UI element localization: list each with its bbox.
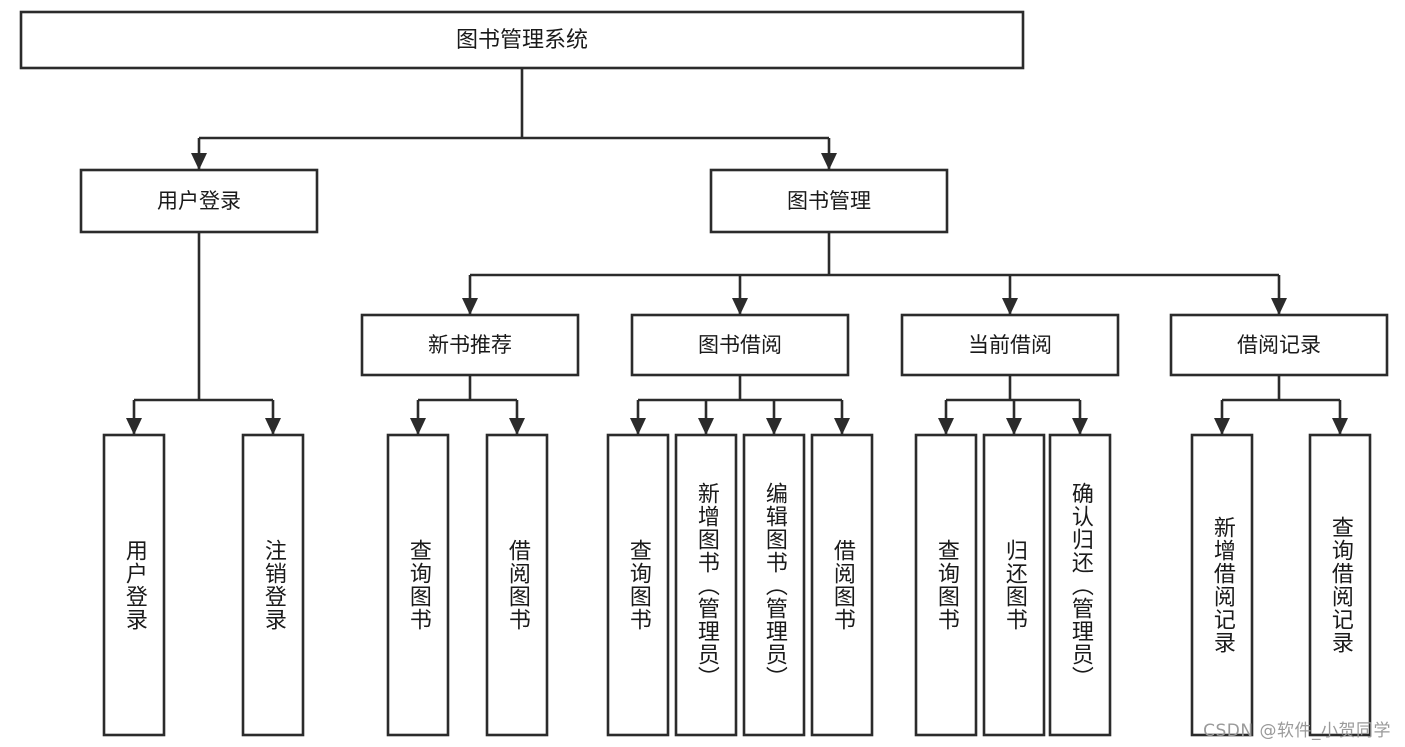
node-box-leaf-3 <box>485 433 549 737</box>
node-box-leaf-12 <box>1308 433 1372 737</box>
connectors-layer <box>126 68 1348 435</box>
node-label-root: 图书管理系统 <box>456 28 588 53</box>
arrow-head-leaf-12 <box>1332 418 1348 435</box>
node-box-leaf-11 <box>1190 433 1254 737</box>
node-box-level3-1 <box>630 313 850 377</box>
arrow-head-level3-1 <box>732 298 748 315</box>
arrow-head-level3-3 <box>1271 298 1287 315</box>
arrow-head-leaf-2 <box>410 418 426 435</box>
node-label-level3-0: 新书推荐 <box>428 333 512 357</box>
node-box-root <box>19 10 1025 70</box>
node-label-level3-1: 图书借阅 <box>698 333 782 357</box>
arrow-head-level2-0 <box>191 153 207 170</box>
arrow-head-leaf-0 <box>126 418 142 435</box>
node-box-leaf-4 <box>606 433 670 737</box>
node-box-leaf-7 <box>810 433 874 737</box>
node-box-level3-2 <box>900 313 1120 377</box>
arrow-head-leaf-1 <box>265 418 281 435</box>
arrow-head-level2-1 <box>821 153 837 170</box>
node-box-leaf-5 <box>674 433 738 737</box>
node-label-level2-1: 图书管理 <box>787 189 871 213</box>
node-box-leaf-10 <box>1048 433 1112 737</box>
arrow-head-leaf-10 <box>1072 418 1088 435</box>
node-label-level3-3: 借阅记录 <box>1237 333 1321 357</box>
node-box-level2-1 <box>709 168 949 234</box>
arrow-head-leaf-6 <box>766 418 782 435</box>
node-box-leaf-9 <box>982 433 1046 737</box>
node-box-leaf-6 <box>742 433 806 737</box>
node-box-leaf-8 <box>914 433 978 737</box>
arrow-head-leaf-5 <box>698 418 714 435</box>
node-label-level3-2: 当前借阅 <box>968 333 1052 357</box>
arrow-head-leaf-11 <box>1214 418 1230 435</box>
node-label-level2-0: 用户登录 <box>157 189 241 213</box>
node-box-level2-0 <box>79 168 319 234</box>
arrow-head-leaf-8 <box>938 418 954 435</box>
node-box-leaf-1 <box>241 433 305 737</box>
arrow-head-leaf-9 <box>1006 418 1022 435</box>
node-boxes-layer <box>19 10 1389 737</box>
arrow-head-leaf-3 <box>509 418 525 435</box>
arrow-head-leaf-4 <box>630 418 646 435</box>
node-box-leaf-0 <box>102 433 166 737</box>
arrow-head-level3-0 <box>462 298 478 315</box>
csdn-watermark: CSDN @软件_小贺同学 <box>1203 721 1391 741</box>
node-box-level3-0 <box>360 313 580 377</box>
node-box-level3-3 <box>1169 313 1389 377</box>
node-box-leaf-2 <box>386 433 450 737</box>
arrow-head-level3-2 <box>1002 298 1018 315</box>
arrow-head-leaf-7 <box>834 418 850 435</box>
